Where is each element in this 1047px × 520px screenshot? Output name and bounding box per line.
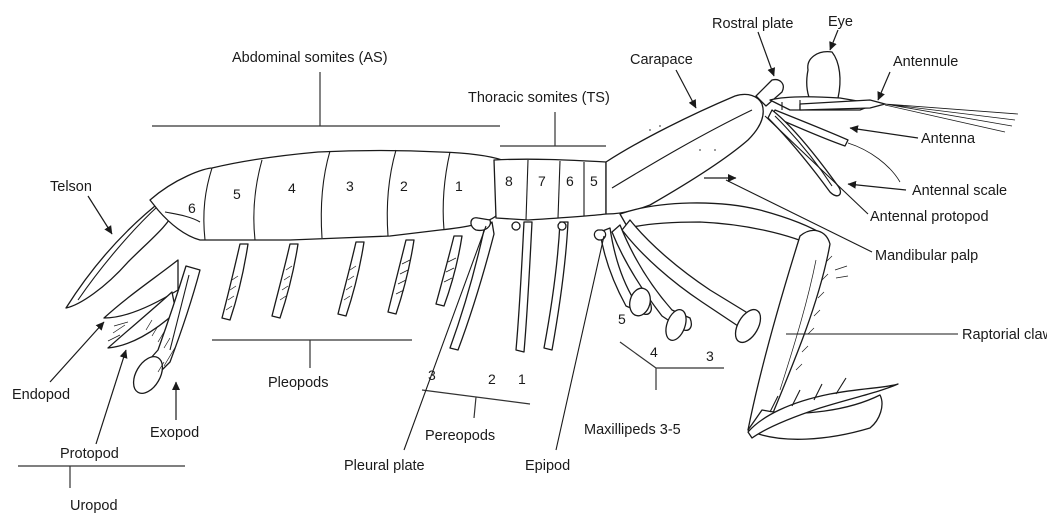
thorax xyxy=(494,159,606,220)
eye-shape xyxy=(807,52,840,100)
maxillipeds-limbs xyxy=(600,220,766,347)
thoracic-number: 7 xyxy=(538,173,546,189)
abdominal-somites-bracket xyxy=(152,72,500,126)
label-carapace: Carapace xyxy=(630,52,693,68)
abdominal-number: 1 xyxy=(455,178,463,194)
pleopods-limbs xyxy=(222,236,462,320)
pereopods-limbs xyxy=(450,218,568,352)
label-mandibular-palp: Mandibular palp xyxy=(875,248,978,264)
maxilliped-number: 5 xyxy=(618,311,626,327)
pereopod-numbers: 3 2 1 xyxy=(428,367,526,387)
label-antennal-protopod: Antennal protopod xyxy=(870,209,989,225)
telson-leader xyxy=(88,196,112,234)
carapace-leader xyxy=(676,70,696,108)
thoracic-somites-bracket xyxy=(500,112,606,146)
rostral-plate-leader xyxy=(758,32,774,76)
label-raptorial-claw: Raptorial claw xyxy=(962,327,1047,343)
label-antennal-scale: Antennal scale xyxy=(912,183,1007,199)
label-endopod: Endopod xyxy=(12,387,70,403)
label-protopod: Protopod xyxy=(60,446,119,462)
thoracic-number: 6 xyxy=(566,173,574,189)
label-antenna: Antenna xyxy=(921,131,976,147)
abdominal-number: 6 xyxy=(188,200,196,216)
pereopods-bracket xyxy=(422,390,530,418)
label-thoracic-somites: Thoracic somites (TS) xyxy=(468,90,610,106)
label-pereopods: Pereopods xyxy=(425,428,495,444)
eye-leader xyxy=(830,30,838,50)
maxilliped-number: 3 xyxy=(706,348,714,364)
label-eye: Eye xyxy=(828,14,853,30)
protopod-leader xyxy=(96,350,126,444)
label-telson: Telson xyxy=(50,179,92,195)
label-abdominal-somites: Abdominal somites (AS) xyxy=(232,50,388,66)
antennal-scale-leader xyxy=(848,184,906,190)
animal-illustration xyxy=(66,52,1018,440)
label-maxillipeds: Maxillipeds 3-5 xyxy=(584,422,681,438)
label-rostral-plate: Rostral plate xyxy=(712,16,793,32)
label-pleural-plate: Pleural plate xyxy=(344,458,425,474)
label-antennule: Antennule xyxy=(893,54,958,70)
thoracic-number: 8 xyxy=(505,173,513,189)
pereopod-number: 2 xyxy=(488,371,496,387)
label-epipod: Epipod xyxy=(525,458,570,474)
antennae xyxy=(768,100,1018,196)
label-pleopods: Pleopods xyxy=(268,375,328,391)
antenna-leader xyxy=(850,128,918,138)
abdomen xyxy=(150,150,502,240)
abdominal-number: 5 xyxy=(233,186,241,202)
endopod-leader xyxy=(50,322,104,382)
antennule-leader xyxy=(878,72,890,100)
thoracic-number: 5 xyxy=(590,173,598,189)
pereopod-number: 1 xyxy=(518,371,526,387)
label-uropod: Uropod xyxy=(70,498,118,514)
pleopods-bracket xyxy=(212,340,412,368)
abdominal-number: 4 xyxy=(288,180,296,196)
maxilliped-number: 4 xyxy=(650,344,658,360)
abdominal-number: 2 xyxy=(400,178,408,194)
uropod-bracket xyxy=(18,466,185,488)
label-exopod: Exopod xyxy=(150,425,199,441)
abdominal-number: 3 xyxy=(346,178,354,194)
